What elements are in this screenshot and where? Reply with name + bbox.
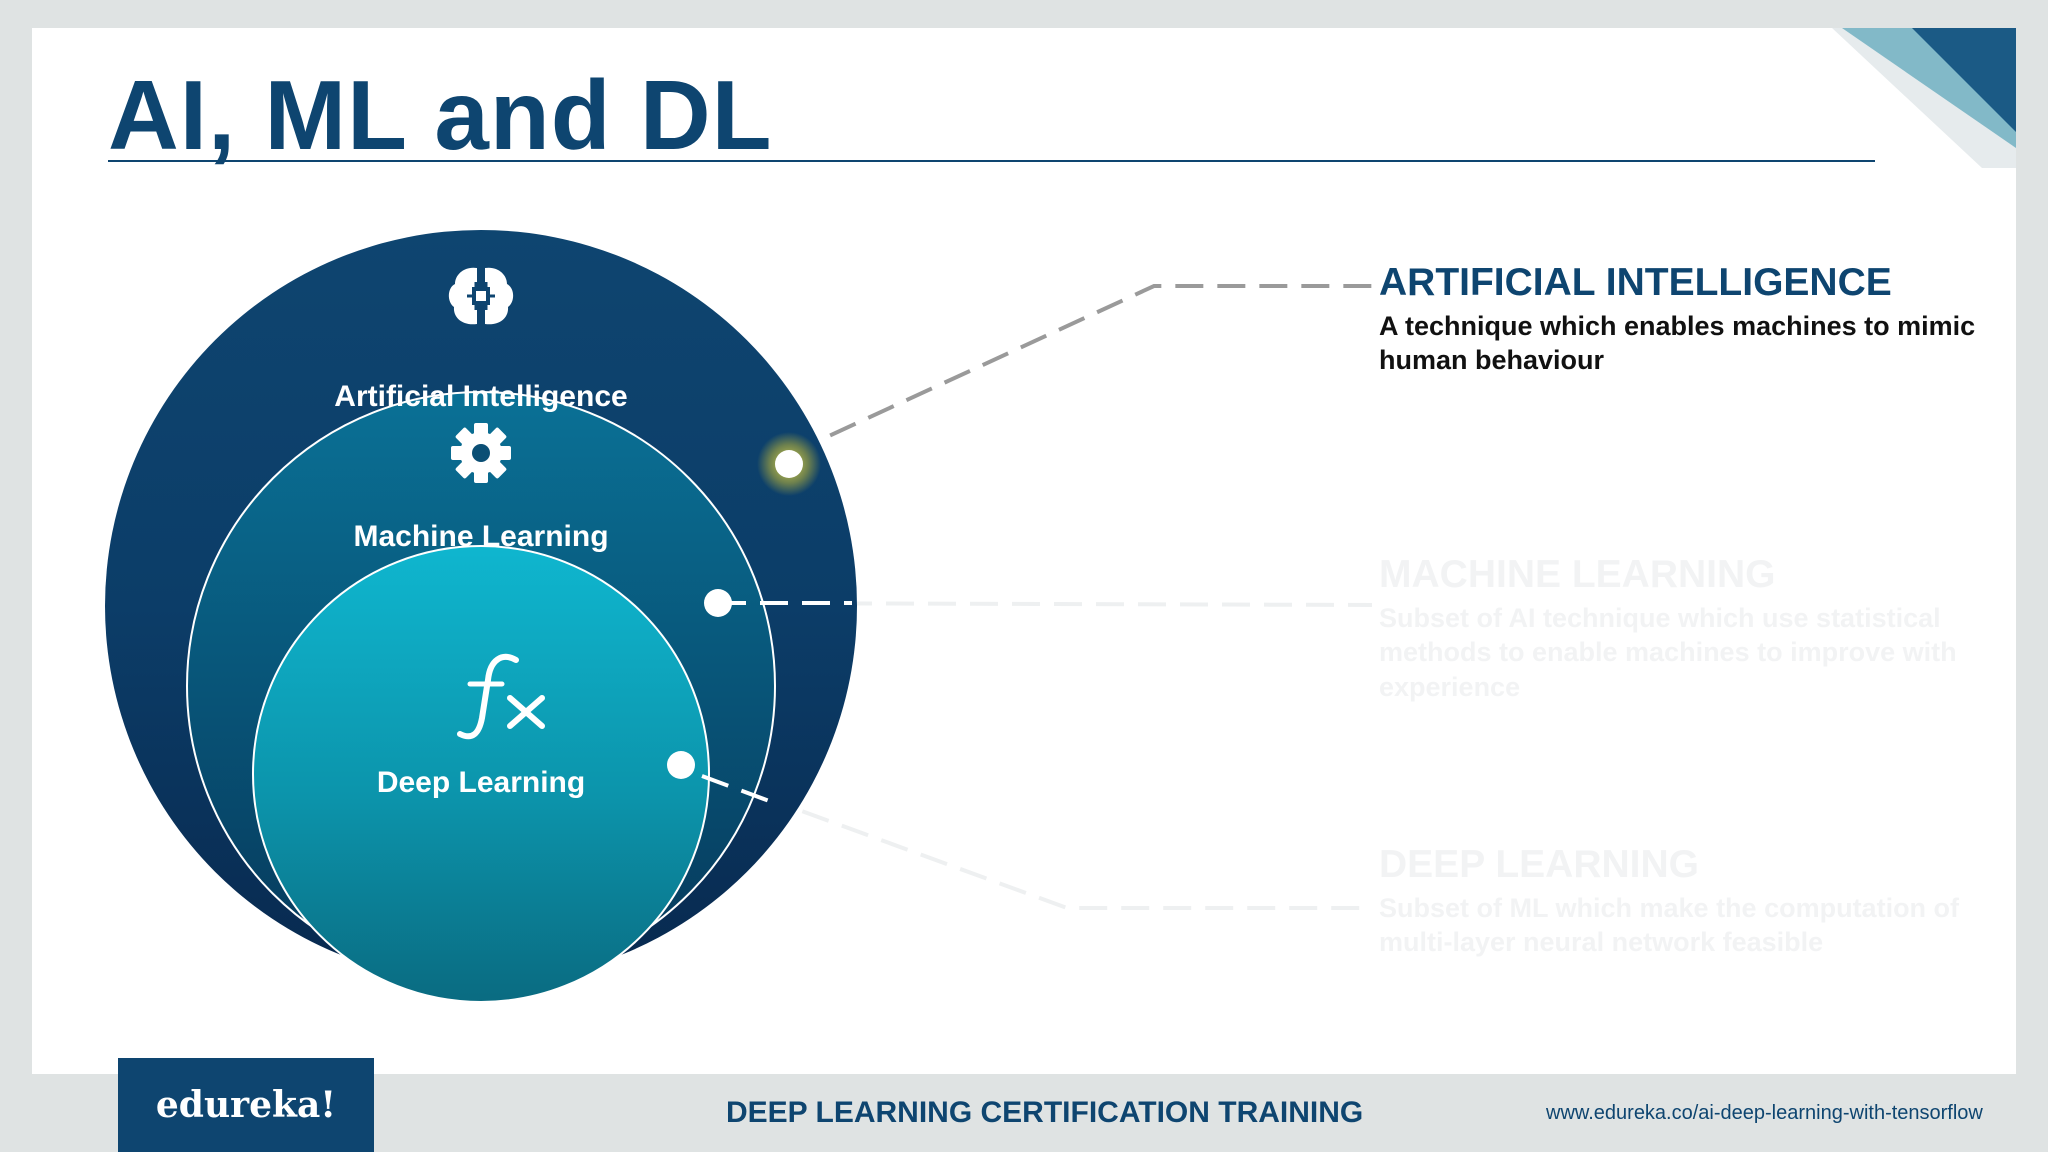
- ai-description: ARTIFICIAL INTELLIGENCE A technique whic…: [1379, 261, 1999, 378]
- ai-circle-label: Artificial Intelligence: [334, 380, 627, 413]
- dl-description-body: Subset of ML which make the computation …: [1379, 892, 1960, 958]
- ml-circle-label: Machine Learning: [353, 520, 608, 553]
- ml-description: MACHINE LEARNING Subset of AI technique …: [1379, 553, 1999, 705]
- ai-description-body: A technique which enables machines to mi…: [1379, 310, 1976, 376]
- connector-dl: [683, 766, 1372, 910]
- ai-description-title: ARTIFICIAL INTELLIGENCE: [1379, 261, 1892, 304]
- venn-diagram: Artificial Intelligence Machine Learning: [105, 230, 1373, 1003]
- corner-decoration: [1832, 28, 2016, 168]
- dl-circle: [252, 545, 710, 1003]
- ai-marker[interactable]: [775, 450, 803, 478]
- dl-circle-label: Deep Learning: [377, 766, 585, 799]
- slide: AI, ML and DL: [32, 28, 2016, 1074]
- dl-description-title: DEEP LEARNING: [1379, 843, 1699, 886]
- ml-description-body: Subset of AI technique which use statist…: [1379, 602, 1957, 702]
- gear-icon: [451, 423, 511, 483]
- page-title: AI, ML and DL: [108, 60, 773, 170]
- title-divider: [108, 160, 1875, 162]
- brain-chip-icon: [448, 267, 514, 325]
- dl-marker[interactable]: [667, 751, 695, 779]
- connector-ai: [791, 284, 1372, 455]
- function-fx-icon: [457, 653, 545, 740]
- footer-url[interactable]: www.edureka.co/ai-deep-learning-with-ten…: [1546, 1102, 1983, 1124]
- edureka-logo: edureka!: [118, 1058, 374, 1152]
- ml-marker[interactable]: [704, 589, 732, 617]
- dl-description: DEEP LEARNING Subset of ML which make th…: [1379, 843, 1999, 960]
- ml-description-title: MACHINE LEARNING: [1379, 553, 1776, 596]
- course-title: DEEP LEARNING CERTIFICATION TRAINING: [726, 1096, 1364, 1129]
